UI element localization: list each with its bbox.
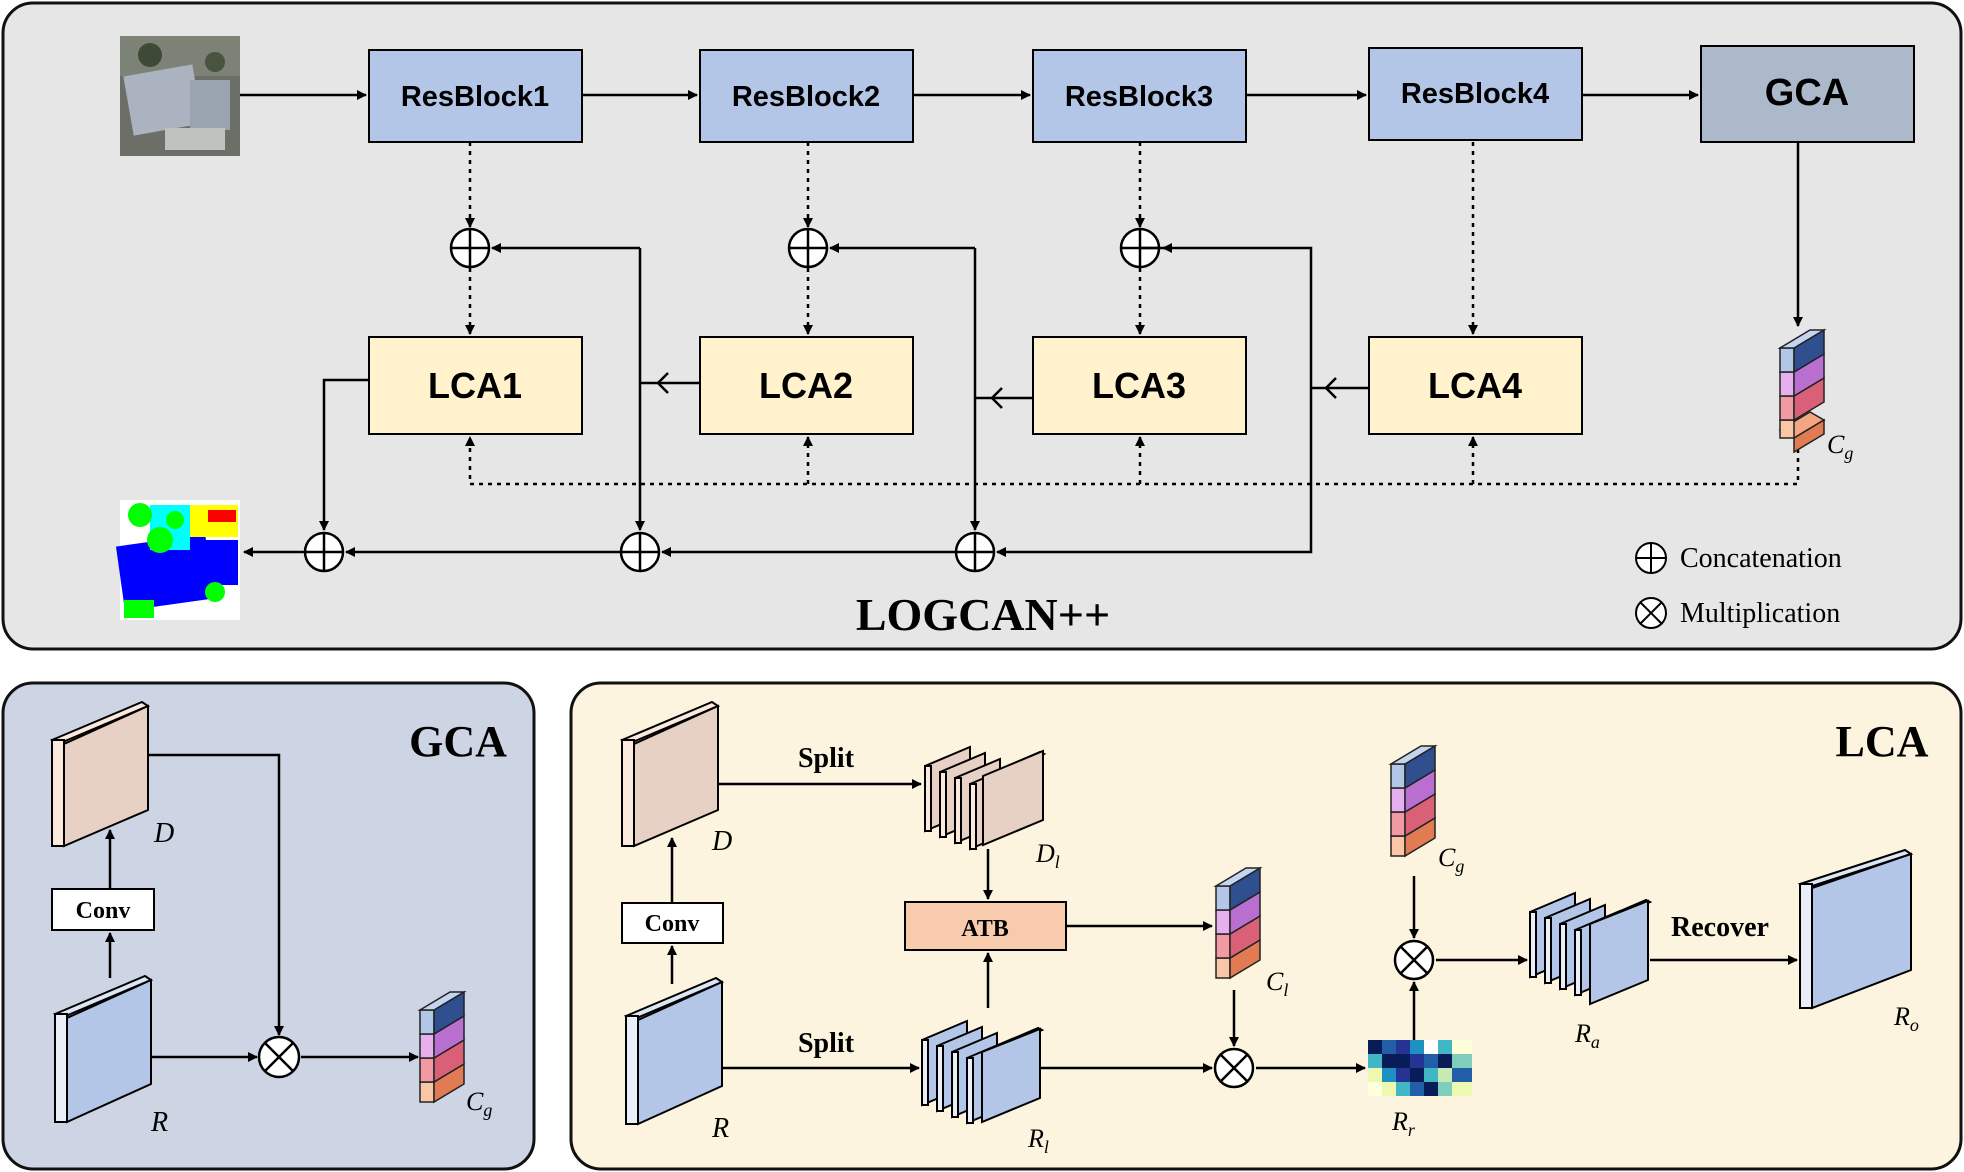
lca-3: LCA3 bbox=[1032, 336, 1247, 435]
gca-conv-label: Conv bbox=[76, 898, 131, 924]
gca-d-feature bbox=[49, 700, 151, 848]
resblock-4-label: ResBlock4 bbox=[1401, 78, 1549, 110]
gca-block: GCA bbox=[1700, 45, 1915, 143]
lca-cg-label: Cg bbox=[1438, 843, 1464, 876]
gca-panel: GCA D Conv R bbox=[1, 681, 536, 1171]
lca-1: LCA1 bbox=[368, 336, 583, 435]
resblock-2: ResBlock2 bbox=[699, 49, 914, 143]
output-segmentation-map bbox=[115, 500, 240, 620]
lca-cg-stack bbox=[1388, 744, 1438, 858]
lca-1-label: LCA1 bbox=[428, 365, 522, 406]
resblock-4: ResBlock4 bbox=[1368, 47, 1583, 141]
lca-rl-label: Rl bbox=[1027, 1124, 1049, 1157]
atb-label: ATB bbox=[961, 916, 1009, 942]
concat-circle-2 bbox=[787, 227, 829, 269]
decoder-arrows bbox=[243, 142, 1803, 557]
lca-mult-circle-2 bbox=[1393, 939, 1435, 981]
lca-dl-label: Dl bbox=[1035, 839, 1060, 872]
lca-3-label: LCA3 bbox=[1092, 365, 1186, 406]
resblock-2-label: ResBlock2 bbox=[732, 81, 880, 113]
lca-r-feature bbox=[623, 976, 725, 1126]
lca-panel-title: LCA bbox=[1836, 717, 1929, 766]
lca-rr-heatmap bbox=[1368, 1040, 1472, 1096]
gca-r-feature bbox=[52, 974, 154, 1124]
lca-conv-label: Conv bbox=[645, 911, 700, 937]
lca-2: LCA2 bbox=[699, 336, 914, 435]
lca-ro-label: Ro bbox=[1893, 1002, 1919, 1035]
gca-arrows bbox=[105, 753, 419, 1062]
resblock-1: ResBlock1 bbox=[368, 49, 583, 143]
recover-label: Recover bbox=[1671, 912, 1769, 943]
lca-panel: LCA D Conv R Dl ATB bbox=[569, 681, 1963, 1171]
legend-mult-icon bbox=[1635, 597, 1667, 629]
gca-cg-label: Cg bbox=[466, 1087, 492, 1120]
lca-mult-circle-1 bbox=[1213, 1047, 1255, 1089]
gca-mult-circle bbox=[257, 1035, 301, 1079]
lca-r-label: R bbox=[711, 1113, 729, 1144]
lca-conv-box bbox=[621, 902, 724, 944]
lca-arrows bbox=[667, 779, 1798, 1073]
concat-circle-out-3 bbox=[954, 531, 996, 573]
legend-mult-label: Multiplication bbox=[1680, 598, 1840, 629]
lca-d-feature bbox=[619, 700, 721, 848]
gca-panel-title: GCA bbox=[409, 717, 507, 766]
lca-2-label: LCA2 bbox=[759, 365, 853, 406]
lca-rl-slices bbox=[921, 1019, 1045, 1125]
cg-label-main: Cg bbox=[1827, 430, 1853, 463]
concat-circle-1 bbox=[449, 227, 491, 269]
lca-ro-feature bbox=[1797, 848, 1914, 1010]
lca-rr-label: Rr bbox=[1391, 1107, 1416, 1140]
lca-ra-label: Ra bbox=[1574, 1019, 1600, 1052]
concat-circle-out-2 bbox=[619, 531, 661, 573]
split-top-label: Split bbox=[798, 743, 855, 774]
lca-d-label: D bbox=[711, 826, 732, 857]
resblock-3-label: ResBlock3 bbox=[1065, 81, 1213, 113]
logcan-title: LOGCAN++ bbox=[856, 589, 1110, 640]
resblock-1-label: ResBlock1 bbox=[401, 81, 549, 113]
gca-d-label: D bbox=[153, 818, 174, 849]
gca-cg-stack bbox=[417, 990, 467, 1104]
lca-cl-stack bbox=[1213, 866, 1263, 980]
skip-dotted-arrows bbox=[465, 142, 1800, 486]
lca-cl-label: Cl bbox=[1266, 967, 1288, 1000]
atb-box bbox=[904, 901, 1067, 951]
lca-4-label: LCA4 bbox=[1428, 365, 1522, 406]
split-bottom-label: Split bbox=[798, 1028, 855, 1059]
lca-dl-slices bbox=[924, 745, 1047, 851]
input-image bbox=[120, 36, 240, 156]
legend-concat-icon bbox=[1635, 542, 1667, 574]
logcan-panel: ResBlock1 ResBlock2 ResBlock3 ResBlock4 … bbox=[1, 1, 1963, 651]
resblock-3: ResBlock3 bbox=[1032, 49, 1247, 143]
lca-4: LCA4 bbox=[1368, 336, 1583, 435]
gca-r-label: R bbox=[150, 1107, 168, 1138]
legend-concat-label: Concatenation bbox=[1680, 543, 1842, 574]
cg-stack-main bbox=[1777, 328, 1827, 454]
lca-ra-slices bbox=[1529, 891, 1653, 1006]
gca-block-label: GCA bbox=[1765, 72, 1849, 114]
gca-conv-box bbox=[51, 888, 155, 931]
concat-circle-out-1 bbox=[303, 531, 345, 573]
